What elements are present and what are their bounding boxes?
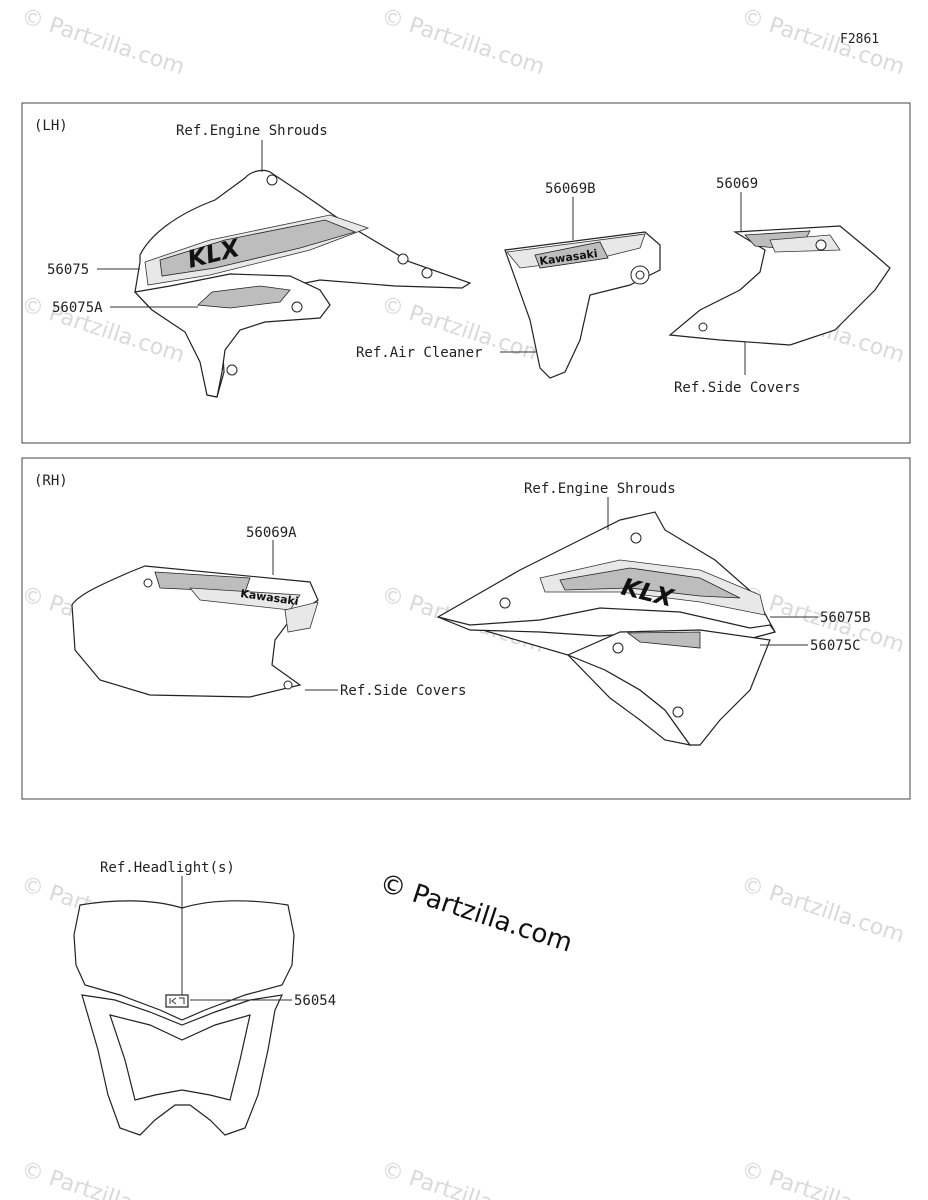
bolt-hole-icon	[283, 680, 293, 690]
bolt-hole-icon	[612, 642, 624, 654]
watermark: © Partzilla.com	[18, 1157, 187, 1200]
watermark: © Partzilla.com	[738, 872, 907, 948]
callout-lh-56069: 56069	[716, 176, 758, 192]
rh-side-cover: Kawasaki	[71, 565, 319, 698]
callout-rh-56075c: 56075C	[810, 638, 861, 654]
callout-lh-56075: 56075	[47, 262, 89, 278]
watermark: © Partzilla.com	[18, 4, 187, 80]
bolt-hole-icon	[421, 267, 433, 279]
rh-panel	[21, 457, 911, 800]
bolt-hole-icon	[499, 597, 511, 609]
watermark-bold: © Partzilla.com	[376, 868, 576, 959]
bolt-hole-icon	[143, 578, 153, 588]
callout-lh-ref-engine-shrouds: Ref.Engine Shrouds	[176, 123, 328, 139]
callout-rh-56075b: 56075B	[820, 610, 871, 626]
bolt-hole-icon	[226, 364, 238, 376]
callout-headlight-56054: 56054	[294, 993, 336, 1009]
callout-rh-ref-side-covers: Ref.Side Covers	[340, 683, 466, 699]
headlight-assembly	[73, 900, 295, 1136]
callout-lh-ref-side-covers: Ref.Side Covers	[674, 380, 800, 396]
callout-lh-56075a: 56075A	[52, 300, 103, 316]
figure-code: F2861	[840, 32, 879, 47]
watermark: © Partzilla.com	[738, 1157, 907, 1200]
callout-ref-headlight: Ref.Headlight(s)	[100, 860, 235, 876]
watermark: © Partzilla.com	[378, 1157, 547, 1200]
watermark: © Partzilla.com	[738, 4, 907, 80]
callout-lh-56069b: 56069B	[545, 181, 596, 197]
rh-engine-shroud: KLX	[436, 511, 776, 746]
lh-panel	[21, 102, 911, 444]
lh-engine-shroud: KLX	[133, 169, 472, 398]
callout-rh-56069a: 56069A	[246, 525, 297, 541]
lh-panel-label: (LH)	[34, 118, 68, 134]
callout-lh-ref-air-cleaner: Ref.Air Cleaner	[356, 345, 482, 361]
bolt-hole-icon	[266, 174, 278, 186]
bolt-hole-icon	[630, 532, 642, 544]
callout-rh-ref-engine-shrouds: Ref.Engine Shrouds	[524, 481, 676, 497]
lh-air-cleaner-cover: Kawasaki	[504, 231, 661, 379]
bolt-hole-icon	[698, 322, 708, 332]
grommet-icon	[635, 270, 645, 280]
bolt-hole-icon	[815, 239, 827, 251]
headlight-emblem-icon	[165, 994, 189, 1008]
lh-side-cover	[668, 225, 891, 346]
watermark: © Partzilla.com	[378, 4, 547, 80]
rh-panel-label: (RH)	[34, 473, 68, 489]
bolt-hole-icon	[291, 301, 303, 313]
bolt-hole-icon	[672, 706, 684, 718]
bolt-hole-icon	[397, 253, 409, 265]
